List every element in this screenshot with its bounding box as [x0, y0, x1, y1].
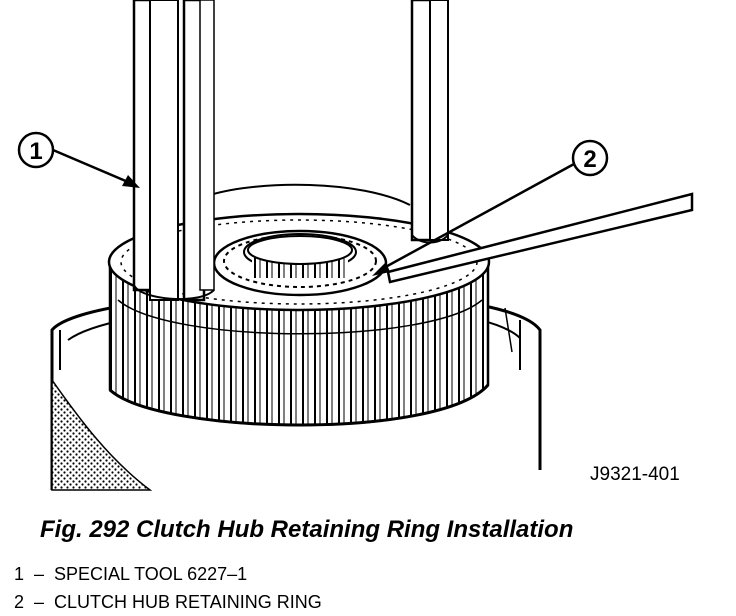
special-tool [132, 0, 449, 302]
legend-item-dash: – [34, 592, 45, 612]
legend-item-dash: – [34, 564, 45, 584]
callout-legend: 1 – SPECIAL TOOL 6227–1 2 – CLUTCH HUB R… [14, 560, 322, 616]
pick-tool [386, 192, 694, 284]
legend-item: 2 – CLUTCH HUB RETAINING RING [14, 588, 322, 616]
legend-item-label: SPECIAL TOOL 6227–1 [54, 564, 248, 584]
callout-2-number: 2 [583, 146, 596, 173]
figure-caption: Fig. 292 Clutch Hub Retaining Ring Insta… [40, 516, 574, 543]
callout-1: 1 [17, 131, 140, 188]
callout-1-number: 1 [29, 138, 42, 165]
callout-2: 2 [372, 139, 609, 276]
retaining-ring [212, 229, 388, 297]
figure-code: J9321-401 [590, 464, 680, 485]
legend-item-number: 1 [14, 564, 25, 584]
legend-item-number: 2 [14, 592, 25, 612]
legend-item-label: CLUTCH HUB RETAINING RING [54, 592, 322, 612]
clutch-hub-illustration: 1 2 J9321-401 [17, 0, 694, 491]
legend-item: 1 – SPECIAL TOOL 6227–1 [14, 560, 322, 588]
